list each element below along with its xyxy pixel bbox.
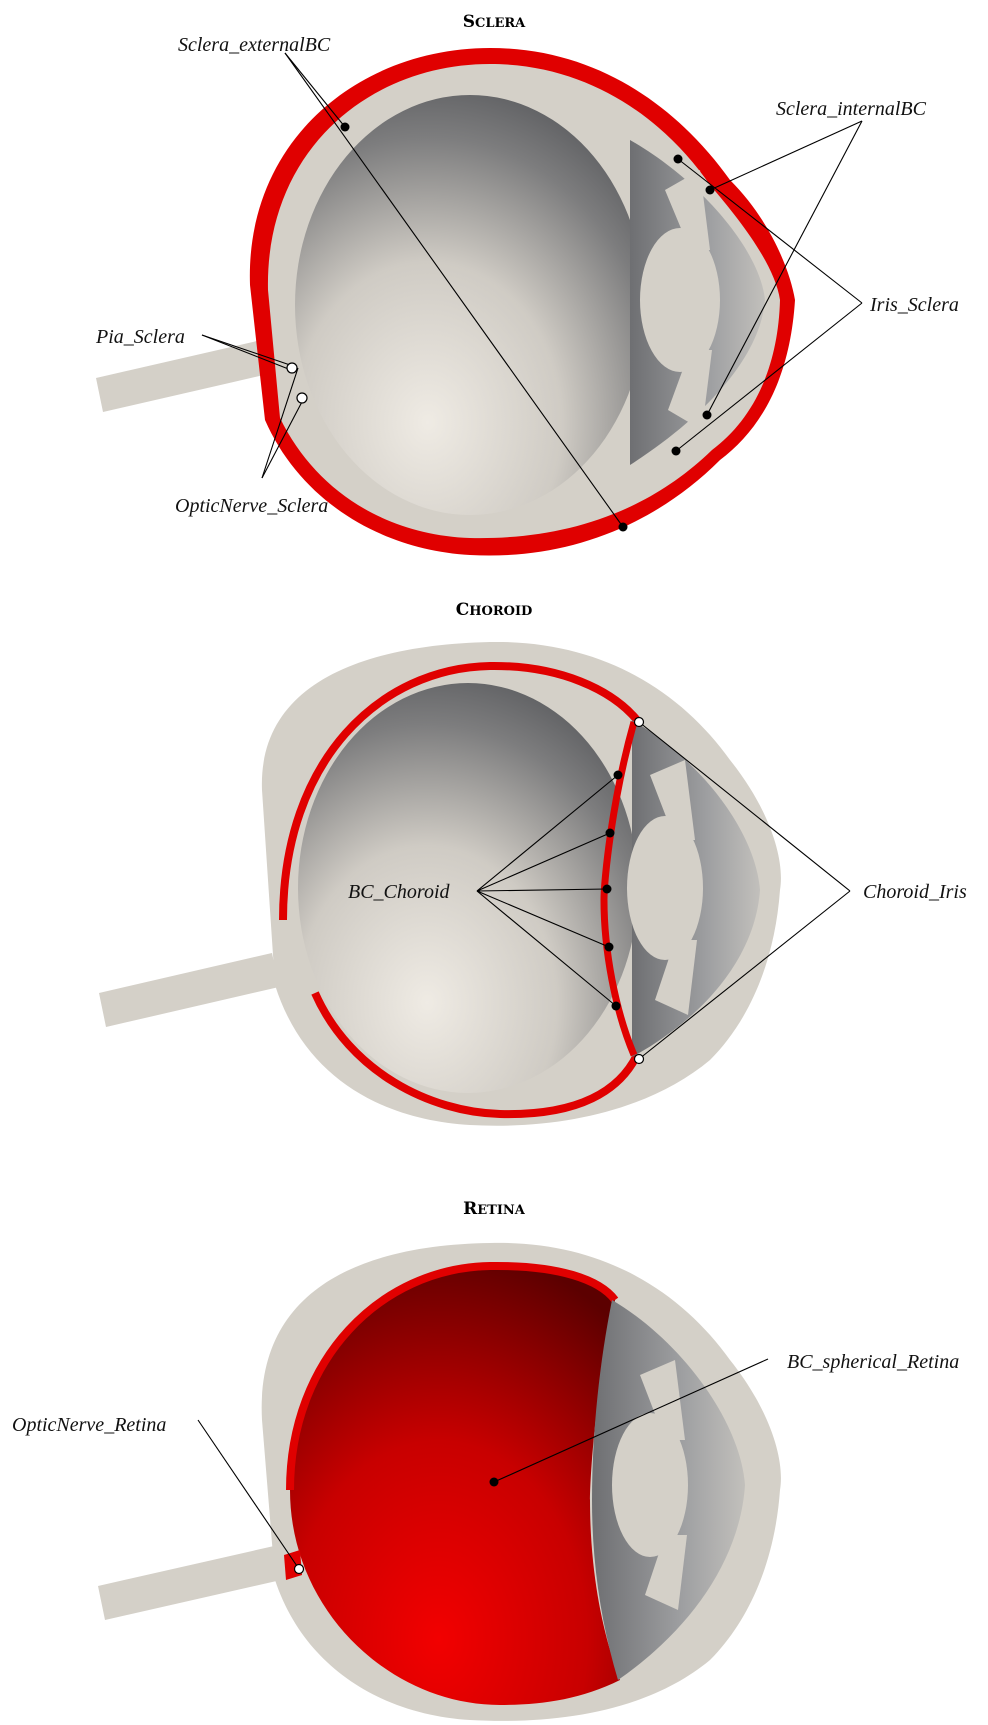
bc-choroid-marker <box>614 771 623 780</box>
pia-sclera-marker <box>287 363 297 373</box>
sclera-title: SCLERA <box>463 12 526 32</box>
optic-nerve <box>98 1546 281 1620</box>
external-bc-marker <box>619 523 628 532</box>
internal-bc-marker <box>706 186 715 195</box>
choroid-iris-label: Choroid_Iris <box>863 881 967 903</box>
choroid-title: CHOROID <box>456 600 533 620</box>
iris-sclera-marker <box>672 447 681 456</box>
optic-nerve-sclera-label: OpticNerve_Sclera <box>175 495 328 517</box>
optic-nerve <box>96 338 277 412</box>
bc-choroid-marker <box>606 829 615 838</box>
bc-spherical-retina-label: BC_spherical_Retina <box>787 1351 959 1373</box>
iris-sclera-marker <box>674 155 683 164</box>
choroid-panel: CHOROID BC_Choroid Choroi <box>99 600 967 1126</box>
pia-sclera-label: Pia_Sclera <box>95 326 185 348</box>
internal-bc-marker <box>703 411 712 420</box>
sclera-panel: SCLERA <box>95 12 959 556</box>
bc-spherical-retina-marker <box>490 1478 499 1487</box>
optic-nerve <box>99 953 279 1027</box>
choroid-iris-marker <box>635 1055 644 1064</box>
sclera-internal-bc-label: Sclera_internalBC <box>776 98 927 120</box>
retina-title: RETINA <box>463 1199 526 1219</box>
bc-choroid-marker <box>603 885 612 894</box>
bc-choroid-label: BC_Choroid <box>348 881 450 903</box>
optic-nerve-sclera-marker <box>297 393 307 403</box>
choroid-iris-marker <box>635 718 644 727</box>
retina-panel: RETINA BC_spherical_Retina OpticNerve_Re… <box>12 1199 959 1721</box>
optic-nerve-retina-marker <box>295 1565 304 1574</box>
bc-choroid-marker <box>605 943 614 952</box>
bc-choroid-marker <box>612 1002 621 1011</box>
iris-sclera-label: Iris_Sclera <box>869 294 959 316</box>
vitreous-chamber <box>295 95 645 515</box>
external-bc-marker <box>341 123 350 132</box>
optic-nerve-retina-label: OpticNerve_Retina <box>12 1414 166 1436</box>
sclera-external-bc-label: Sclera_externalBC <box>178 34 331 56</box>
